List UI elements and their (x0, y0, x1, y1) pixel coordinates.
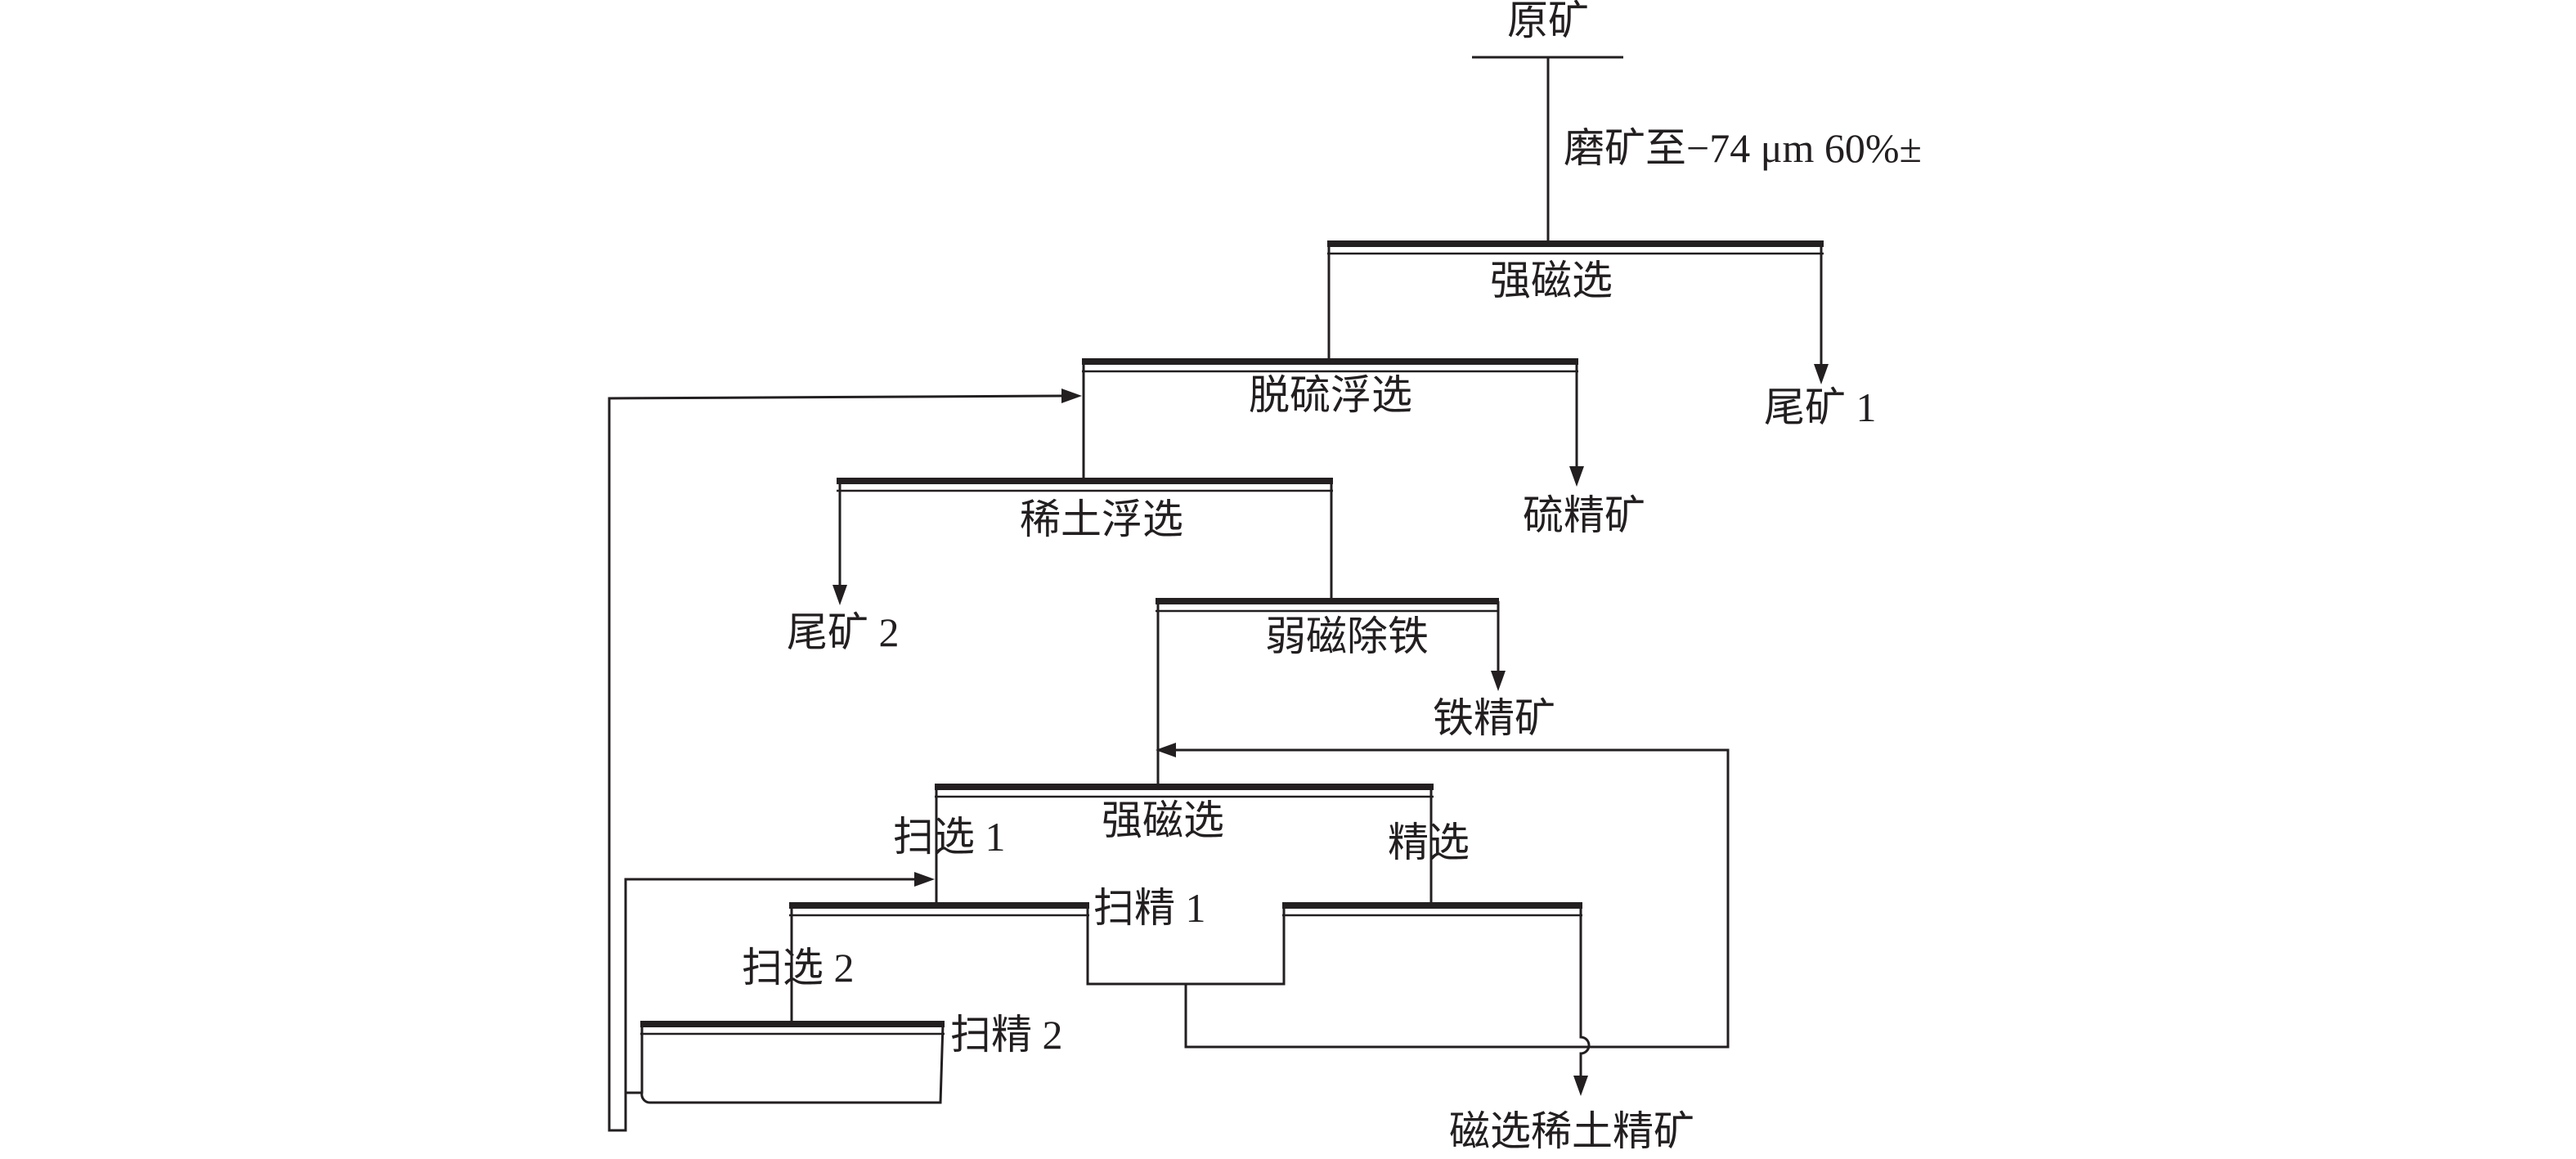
scavenging-cleaning-1-label: 扫精 1 (1093, 885, 1206, 931)
iron-concentrate-arrow (1491, 671, 1506, 691)
ree-concentrate-arrow (1573, 1076, 1588, 1096)
scavenging-1-label: 扫选 1 (893, 814, 1006, 860)
strong-magnetic-1-label: 强磁选 (1490, 258, 1613, 303)
long-recycle-line (608, 394, 1062, 1132)
scavenging-2-label: 扫选 2 (742, 945, 855, 991)
iron-concentrate-label: 铁精矿 (1433, 695, 1555, 741)
scavenging-cleaning-2-label: 扫精 2 (950, 1012, 1063, 1058)
tailings-2-label: 尾矿 2 (787, 609, 900, 655)
magnetic-ree-concentrate-label: 磁选稀土精矿 (1449, 1108, 1694, 1154)
cleaning-label: 精选 (1388, 820, 1470, 865)
tailings-2-arrow (832, 585, 847, 605)
tailings-1-label: 尾矿 1 (1764, 384, 1877, 430)
feed-label: 原矿 (1507, 0, 1589, 43)
scavenging-recycle-line (624, 878, 916, 1094)
sulfur-concentrate-label: 硫精矿 (1523, 492, 1645, 538)
ree-flotation-label: 稀土浮选 (1020, 496, 1183, 542)
tailings-1-arrow (1814, 364, 1829, 384)
weak-magnetic-iron-removal-label: 弱磁除铁 (1265, 613, 1429, 659)
ree-concentrate-line (1579, 905, 1591, 1080)
scavenging-2-return-line (640, 1024, 651, 1104)
middlings-recycle-arrow (1156, 743, 1176, 757)
grinding-label: 磨矿至−74 μm 60%± (1564, 125, 1922, 171)
long-recycle-arrow (1061, 389, 1082, 403)
desulfur-flotation-label: 脱硫浮选 (1249, 372, 1412, 418)
scavenging-2-tail-line (650, 1023, 945, 1104)
middlings-recycle-line (1174, 748, 1730, 1049)
scavenging-recycle-arrow (914, 872, 935, 887)
strong-magnetic-2-label: 强磁选 (1102, 797, 1224, 843)
sulfur-concentrate-arrow (1569, 466, 1584, 487)
